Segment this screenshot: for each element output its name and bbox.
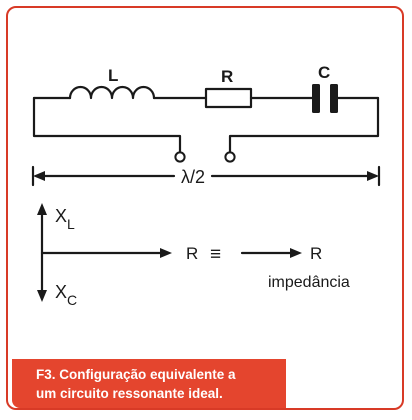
capacitor-label: C [318,63,330,82]
figure-caption: F3. Configuração equivalente a um circui… [12,359,286,408]
figure-frame [6,6,404,410]
axis-right-arrow-icon [160,248,172,258]
inductor-label: L [108,66,118,85]
xc-label: XC [55,282,77,308]
xl-label: XL [55,206,75,232]
right-side-wire [228,96,380,154]
impedance-arrow-head-icon [290,248,302,258]
capacitor-plate-right [330,84,338,113]
terminal-right [224,151,236,163]
r-right-label: R [310,244,322,263]
resistor-label: R [221,67,233,86]
capacitor-plate-left [312,84,320,113]
axis-down-arrow-icon [37,290,47,302]
resistor-body [204,87,253,109]
equivalence-symbol: ≡ [210,244,221,265]
inductor-coil [68,85,156,100]
left-side-wire [32,96,182,154]
caption-line-1: F3. Configuração equivalente a [36,367,236,382]
terminal-left [174,151,186,163]
span-label: λ/2 [181,167,205,187]
caption-line-2: um circuito ressonante ideal. [36,386,223,401]
dimension-arrow-left-icon [33,171,45,181]
axis-up-arrow-icon [37,203,47,215]
impedance-label: impedância [268,274,350,291]
dimension-arrow-right-icon [367,171,379,181]
r-left-label: R [186,244,198,263]
